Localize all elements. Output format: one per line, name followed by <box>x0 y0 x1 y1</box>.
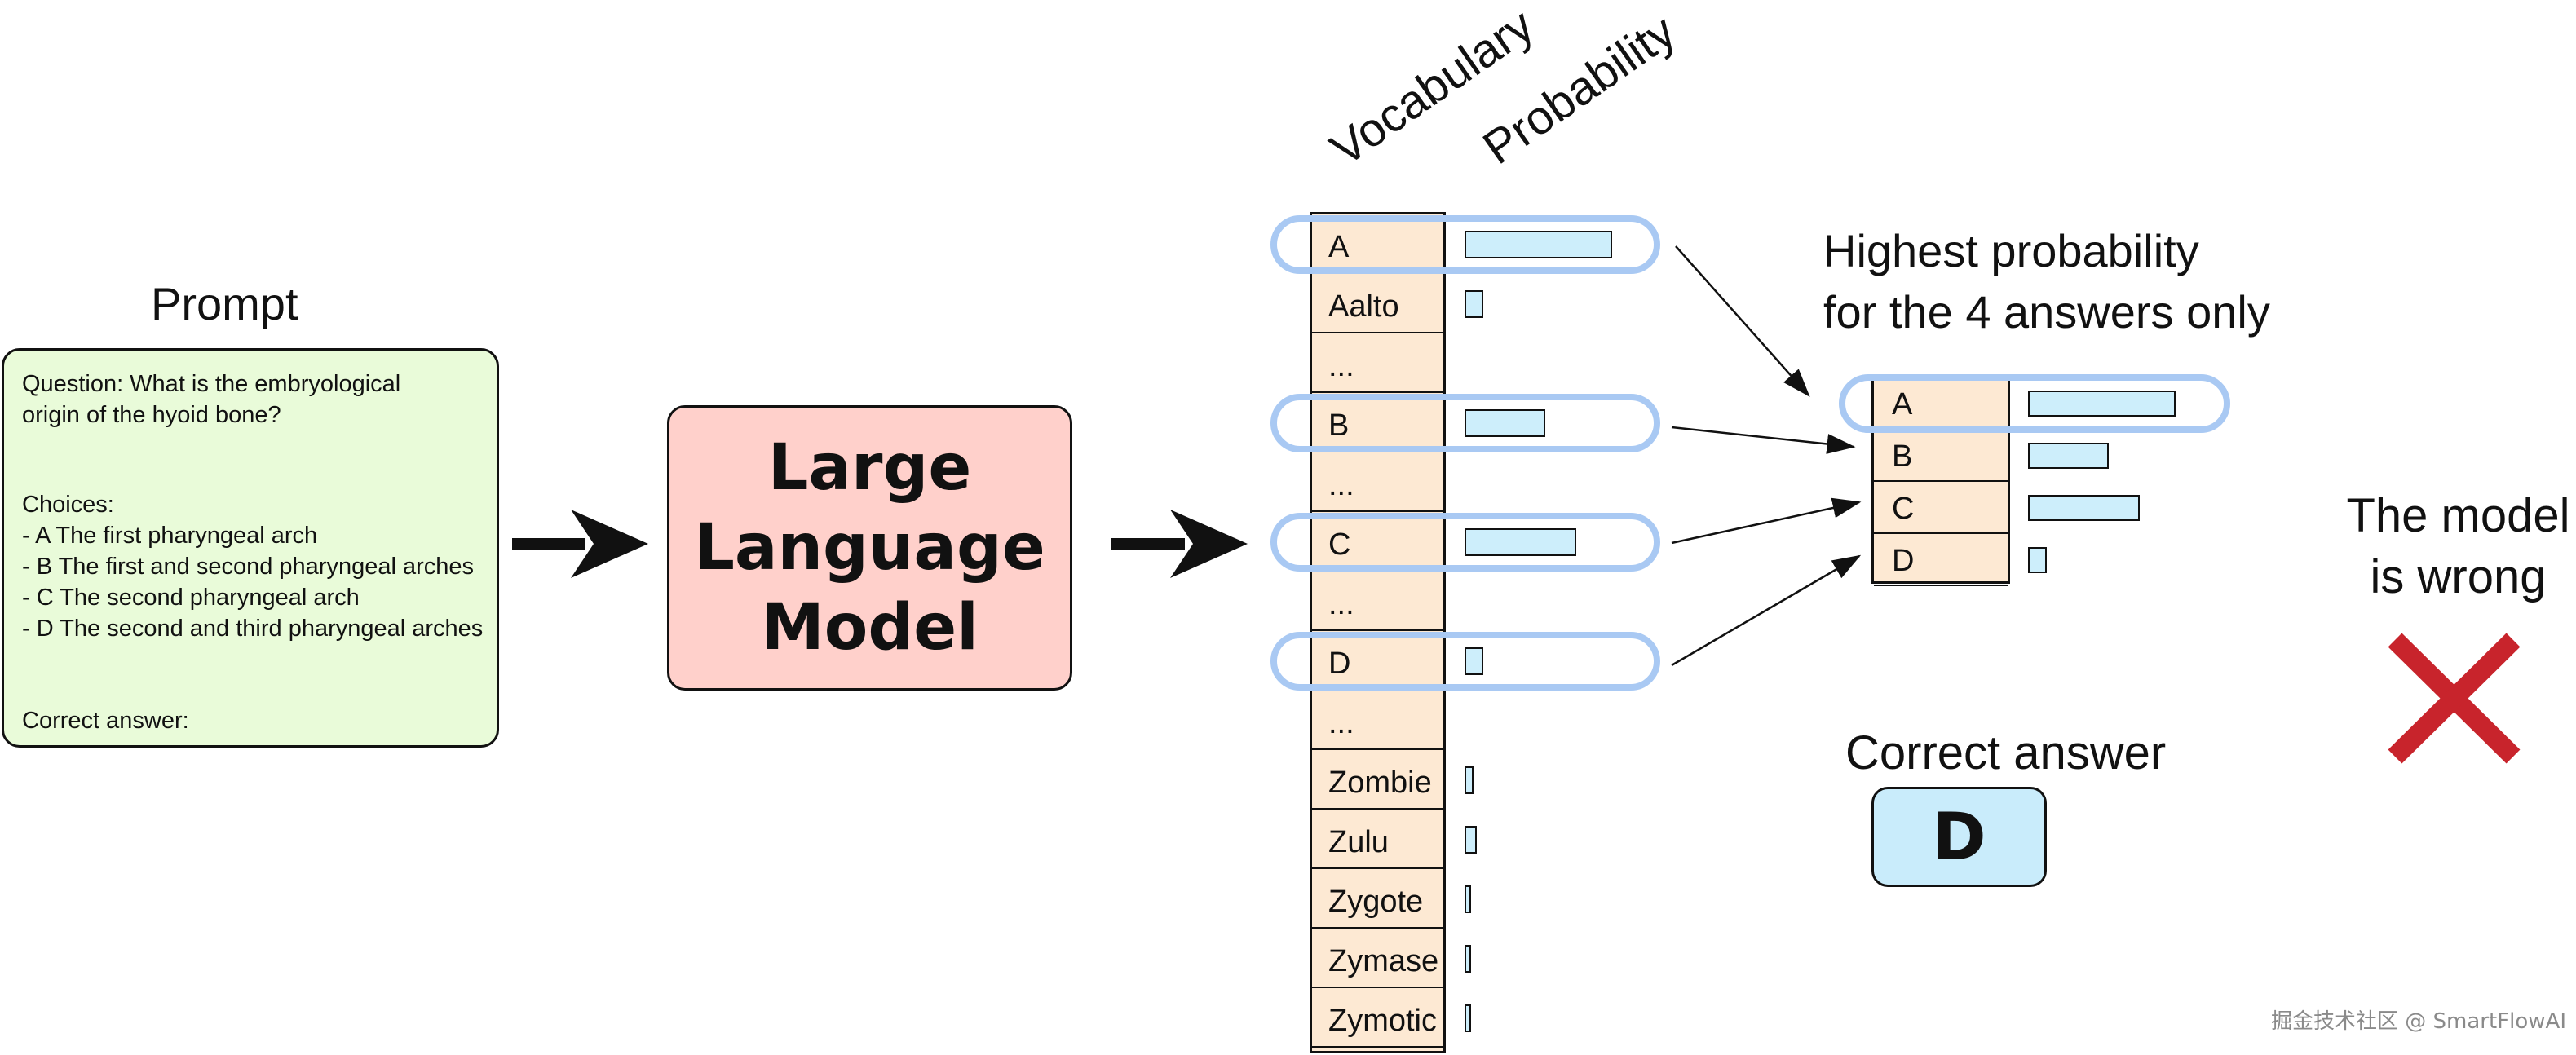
answer-label: Correct answer: <box>22 708 189 734</box>
vocab-token: Zulu <box>1312 810 1443 869</box>
question-line-1: Question: What is the embryological <box>22 371 401 397</box>
vocab-token: Zygote <box>1312 869 1443 929</box>
highest-line-1: Highest probability <box>1823 225 2199 276</box>
llm-line-3: Model <box>761 591 979 664</box>
prompt-box: Question: What is the embryological orig… <box>2 348 499 748</box>
vocab-token: A <box>1312 214 1443 274</box>
vocab-token: ... <box>1312 333 1443 393</box>
answer-token: D <box>1874 534 2008 586</box>
correct-answer-title: Correct answer <box>1845 726 2167 779</box>
answer-token: B <box>1874 430 2008 482</box>
question-line-2: origin of the hyoid bone? <box>22 402 281 428</box>
choice-a: - A The first pharyngeal arch <box>22 523 318 549</box>
vocab-token: Aalto <box>1312 274 1443 333</box>
llm-box: Large Language Model <box>667 405 1072 691</box>
vocab-token: Zymotic <box>1312 988 1443 1048</box>
arrow-d-to-answers <box>1671 554 1862 667</box>
vocab-token: ... <box>1312 572 1443 631</box>
choices-label: Choices: <box>22 492 114 518</box>
prompt-title: Prompt <box>151 278 298 329</box>
vocab-token: Zombie <box>1312 750 1443 810</box>
verdict-line-1: The model <box>2346 489 2570 542</box>
answer-token: A <box>1874 377 2008 430</box>
vocab-token: D <box>1312 631 1443 691</box>
arrow-a-to-answers <box>1675 245 1810 397</box>
arrow-c-to-answers <box>1671 497 1862 545</box>
llm-line-1: Large <box>767 431 972 505</box>
vocab-token: C <box>1312 512 1443 572</box>
choice-b: - B The first and second pharyngeal arch… <box>22 554 475 580</box>
vocab-token: B <box>1312 393 1443 452</box>
choice-d: - D The second and third pharyngeal arch… <box>22 616 484 642</box>
watermark: 掘金技术社区 @ SmartFlowAI <box>2271 1009 2566 1034</box>
vocab-token: Zymase <box>1312 929 1443 988</box>
arrow-prompt-to-model <box>512 510 648 578</box>
choice-c: - C The second pharyngeal arch <box>22 585 360 611</box>
highest-probability-title: Highest probability for the 4 answers on… <box>1823 220 2270 342</box>
answer-token: C <box>1874 482 2008 534</box>
verdict-line-2: is wrong <box>2370 550 2547 603</box>
x-mark-icon <box>2388 633 2521 764</box>
correct-answer-box: D <box>1871 787 2047 887</box>
llm-line-2: Language <box>694 511 1045 585</box>
highest-line-2: for the 4 answers only <box>1823 286 2270 338</box>
arrow-b-to-answers <box>1671 426 1856 454</box>
verdict-text: The model is wrong <box>2340 485 2576 607</box>
arrow-model-to-vocab <box>1111 510 1248 578</box>
vocab-token: ... <box>1312 452 1443 512</box>
vocab-token: ... <box>1312 691 1443 750</box>
